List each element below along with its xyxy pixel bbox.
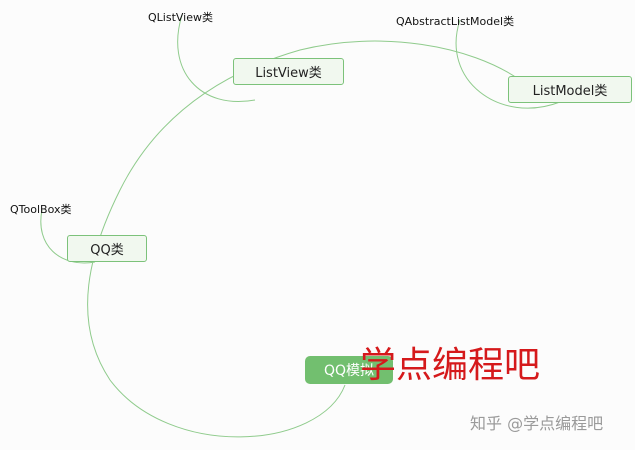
node-listmodel[interactable]: ListModel类 — [508, 76, 632, 103]
edge-root-main — [87, 40, 521, 438]
credit-text: 知乎 @学点编程吧 — [470, 414, 604, 433]
node-qq[interactable]: QQ类 — [67, 235, 147, 262]
edge-listmodel-qabstract — [455, 19, 561, 109]
node-listview[interactable]: ListView类 — [233, 58, 344, 85]
watermark-text: 学点编程吧 — [360, 345, 541, 386]
leaf-qtoolbox[interactable]: QToolBox类 — [10, 203, 72, 216]
node-label: QQ类 — [90, 243, 124, 258]
leaf-qabstractlistmodel[interactable]: QAbstractListModel类 — [396, 15, 515, 28]
root-node[interactable]: QQ模拟 — [305, 356, 393, 384]
leaf-qlistview[interactable]: QListView类 — [148, 11, 213, 24]
node-label: ListView类 — [255, 66, 322, 81]
edge-listview-qlistview — [177, 14, 256, 102]
edge-qq-qtoolbox — [40, 209, 96, 264]
node-label: ListModel类 — [532, 84, 608, 99]
root-label: QQ模拟 — [323, 363, 375, 379]
